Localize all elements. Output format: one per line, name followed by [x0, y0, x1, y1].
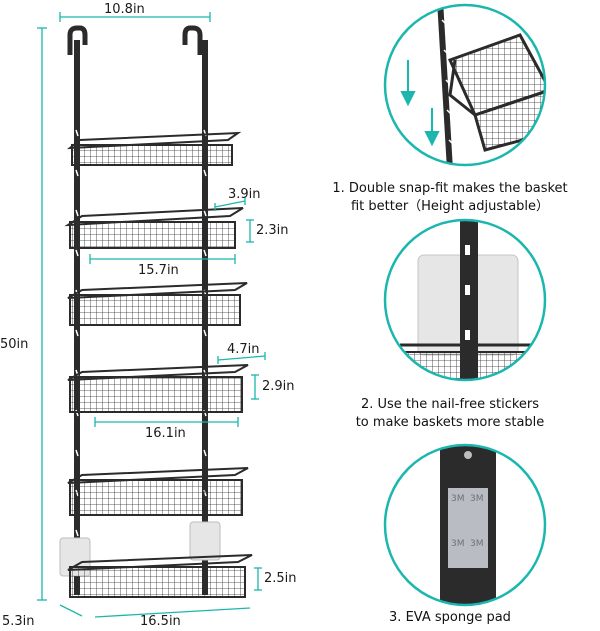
right-door-hook: [182, 25, 203, 55]
basket-4: [67, 364, 249, 413]
feature-caption-2-line1: 2. Use the nail-free stickers: [360, 397, 540, 412]
feature-caption-2: 2. Use the nail-free stickers to make ba…: [300, 396, 600, 432]
pad-mark: 3M: [470, 539, 484, 549]
pad-mark: 3M: [451, 494, 465, 504]
feature-caption-3-line1: 3. EVA sponge pad: [389, 610, 511, 625]
basket-2: [64, 207, 244, 249]
basket-depth-small-label: 3.9in: [228, 187, 261, 202]
feature-caption-3: 3. EVA sponge pad: [300, 609, 600, 627]
basket-height-small-label: 2.3in: [256, 223, 289, 238]
basket-depth-large-label: 5.3in: [2, 614, 35, 629]
top-width-label: 10.8in: [104, 2, 145, 17]
feature-caption-2-line2: to make baskets more stable: [355, 415, 545, 430]
detail-circle-eva-pad: [383, 443, 547, 607]
basket-depth-medium-label: 4.7in: [227, 342, 260, 357]
feature-caption-1: 1. Double snap-fit makes the basket fit …: [300, 180, 600, 216]
pad-mark: 3M: [451, 539, 465, 549]
basket-width-small-label: 15.7in: [138, 263, 179, 278]
basket-1: [66, 131, 242, 166]
right-sticker: [189, 521, 221, 561]
down-arrow-icon: [400, 60, 440, 147]
rack-illustration: [59, 25, 253, 598]
height-label: 50in: [0, 337, 29, 352]
dimension-lines: [37, 12, 266, 618]
basket-width-medium-label: 16.1in: [145, 426, 186, 441]
detail-circle-stickers: [383, 218, 547, 382]
basket-height-medium-label: 2.9in: [262, 379, 295, 394]
basket-width-large-label: 16.5in: [140, 614, 181, 629]
feature-caption-1-line2: fit better（Height adjustable）: [350, 199, 550, 214]
eva-sponge-pad: [448, 488, 488, 568]
left-door-hook: [67, 25, 88, 55]
detail-circle-snapfit: [383, 3, 547, 167]
basket-3: [67, 282, 248, 326]
feature-caption-1-line1: 1. Double snap-fit makes the basket: [332, 181, 568, 196]
basket-6: [67, 554, 253, 598]
pad-mark: 3M: [470, 494, 484, 504]
basket-height-large-label: 2.5in: [264, 571, 297, 586]
basket-5: [67, 467, 249, 516]
